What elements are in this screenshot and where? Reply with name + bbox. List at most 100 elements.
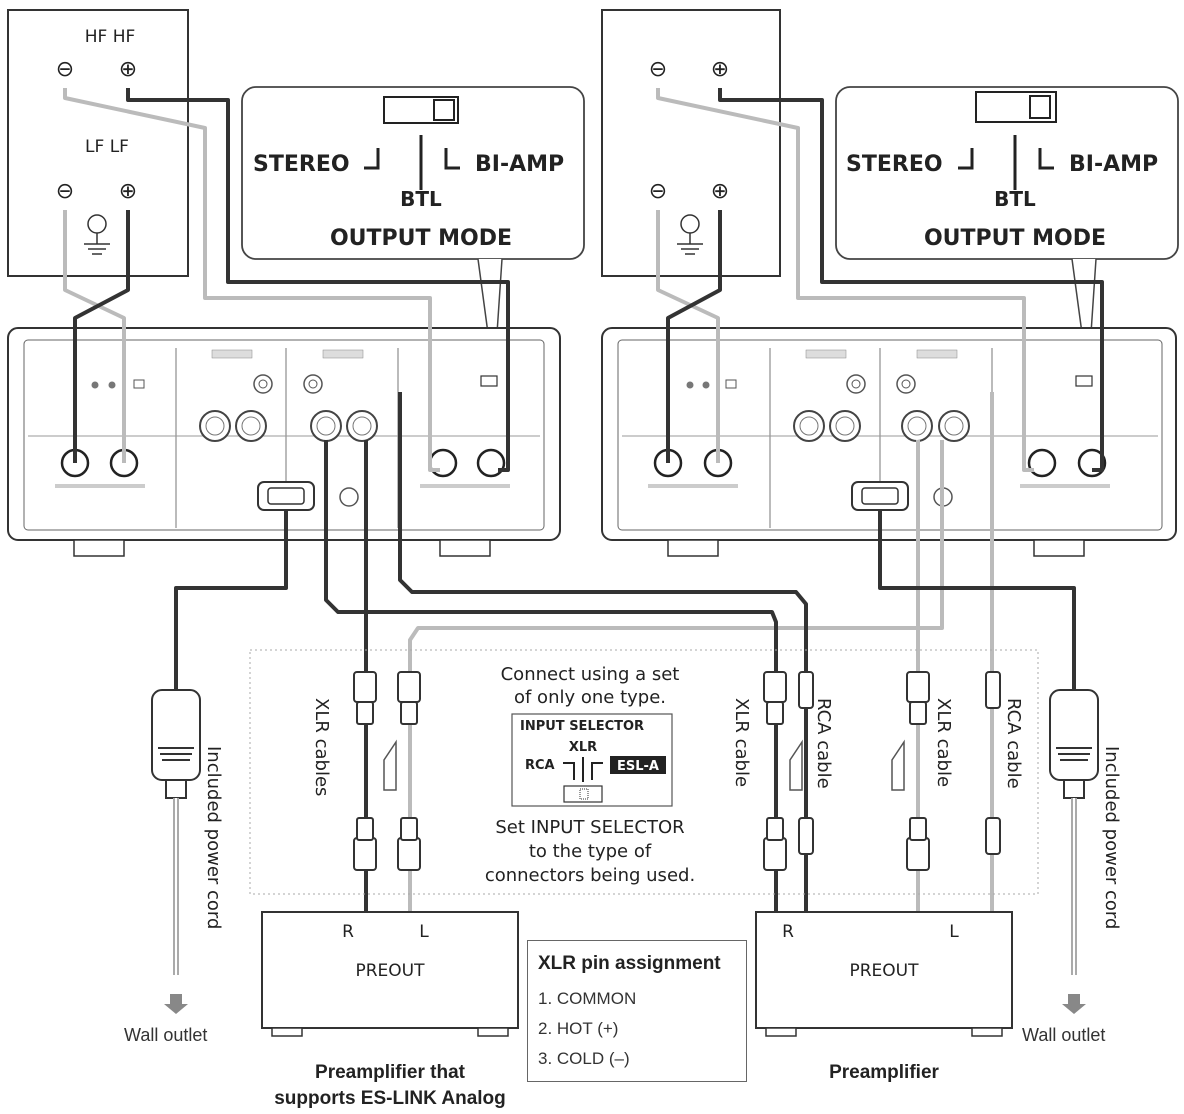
power-plug-right <box>1049 689 1099 975</box>
plus-terminal: ⊕ <box>119 57 137 82</box>
speaker-left: HF HF ⊖ ⊕ LF LF ⊖ ⊕ <box>7 9 189 277</box>
hf-label: HF HF <box>85 27 136 47</box>
speaker-right: ⊖ ⊕ ⊖ ⊕ <box>601 9 781 277</box>
connector-group <box>353 671 1001 871</box>
preout-label: PREOUT <box>849 961 919 981</box>
xlr-plug <box>397 671 421 703</box>
center-note: Connect using a set of only one type. IN… <box>485 664 695 886</box>
selector-esl: ESL-A <box>617 759 659 774</box>
speaker-terminal <box>1027 448 1057 478</box>
speaker-wires-left <box>63 88 510 472</box>
rca-cable-label: RCA cable <box>813 698 834 789</box>
selector-rca: RCA <box>525 758 555 773</box>
power-cables <box>174 510 1076 690</box>
xlr-plug <box>763 671 787 703</box>
plus-terminal: ⊕ <box>119 179 137 204</box>
stereo-label: STEREO <box>253 152 350 177</box>
xlr-pin-assignment: XLR pin assignment 1. COMMON 2. HOT (+) … <box>527 940 747 1082</box>
wall-outlet-left: Wall outlet <box>124 1025 208 1045</box>
preamp-left-caption-2: supports ES-LINK Analog <box>274 1088 506 1109</box>
preamp-r-label: R <box>782 922 794 942</box>
rca-plug <box>798 817 814 855</box>
preout-label: PREOUT <box>355 961 425 981</box>
xlr-plug <box>906 671 930 703</box>
output-mode-callout-right: STEREO BI-AMP BTL OUTPUT MODE <box>835 86 1179 379</box>
minus-terminal: ⊖ <box>649 57 667 82</box>
preamp-right-caption: Preamplifier <box>829 1062 939 1083</box>
xlr-jack <box>793 410 825 442</box>
rca-jack <box>303 374 323 394</box>
output-mode-title: OUTPUT MODE <box>924 226 1106 251</box>
output-mode-title: OUTPUT MODE <box>330 226 512 251</box>
minus-terminal: ⊖ <box>56 57 74 82</box>
set-line-2: to the type of <box>529 841 652 862</box>
output-mode-callout-left: STEREO BI-AMP BTL OUTPUT MODE <box>241 86 585 379</box>
set-line-1: Set INPUT SELECTOR <box>495 817 684 838</box>
preamplifier-right: R L PREOUT <box>755 911 1013 1037</box>
power-plug-left <box>151 689 201 975</box>
rca-jack <box>253 374 273 394</box>
ac-inlet <box>257 481 315 511</box>
ground-icon <box>84 233 110 255</box>
note-line-2: of only one type. <box>514 687 666 708</box>
speaker-terminal <box>476 448 506 478</box>
rca-plug <box>798 671 814 709</box>
minus-terminal: ⊖ <box>56 179 74 204</box>
plus-terminal: ⊕ <box>711 179 729 204</box>
bi-amp-label: BI-AMP <box>475 152 564 177</box>
ac-inlet <box>851 481 909 511</box>
xlr-cable-label: XLR cable <box>731 698 752 787</box>
xlr-cables-label: XLR cables <box>311 698 332 796</box>
lf-label: LF LF <box>85 137 129 157</box>
arrow-icon <box>383 739 905 791</box>
preamp-l-label: L <box>419 922 429 942</box>
xlr-jack <box>901 410 933 442</box>
preamp-r-label: R <box>342 922 354 942</box>
preamp-left-caption-1: Preamplifier that <box>315 1062 465 1083</box>
selector-title: INPUT SELECTOR <box>520 719 644 734</box>
set-line-3: connectors being used. <box>485 865 695 886</box>
power-cord-label: Included power cord <box>1101 746 1122 929</box>
pin-1: 1. COMMON <box>538 989 637 1008</box>
xlr-plug <box>353 837 377 871</box>
plus-terminal: ⊕ <box>711 57 729 82</box>
bi-amp-label: BI-AMP <box>1069 152 1158 177</box>
power-cord-label: Included power cord <box>203 746 224 929</box>
xlr-plug <box>397 837 421 871</box>
xlr-jack <box>199 410 231 442</box>
stereo-label: STEREO <box>846 152 943 177</box>
down-arrow-icon <box>164 994 1086 1014</box>
xlr-plug <box>906 837 930 871</box>
rca-jack <box>896 374 916 394</box>
minus-terminal: ⊖ <box>649 179 667 204</box>
rca-plug <box>985 671 1001 709</box>
xlr-jack <box>310 410 342 442</box>
selector-xlr: XLR <box>569 740 597 755</box>
xlr-cable-label: XLR cable <box>933 698 954 787</box>
preamplifier-left: R L PREOUT <box>261 911 519 1037</box>
xlr-jack <box>938 410 970 442</box>
speaker-terminal <box>428 448 458 478</box>
note-line-1: Connect using a set <box>501 664 680 685</box>
xlr-plug <box>353 671 377 703</box>
xlr-jack <box>346 410 378 442</box>
ground-icon <box>677 233 703 255</box>
xlr-pin-title: XLR pin assignment <box>538 953 721 974</box>
wall-outlet-right: Wall outlet <box>1022 1025 1106 1045</box>
amplifier-right <box>601 327 1177 557</box>
pin-3: 3. COLD (–) <box>538 1049 630 1068</box>
preamp-l-label: L <box>949 922 959 942</box>
rca-plug <box>985 817 1001 855</box>
btl-label: BTL <box>400 187 442 211</box>
amplifier-left <box>7 327 561 557</box>
xlr-jack <box>829 410 861 442</box>
cable-zone <box>249 649 1039 895</box>
xlr-jack <box>235 410 267 442</box>
esl-a-highlight <box>610 756 666 774</box>
speaker-wires-right <box>656 88 1104 472</box>
rca-cable-label: RCA cable <box>1003 698 1024 789</box>
rca-jack <box>846 374 866 394</box>
xlr-plug <box>763 837 787 871</box>
pin-2: 2. HOT (+) <box>538 1019 619 1038</box>
